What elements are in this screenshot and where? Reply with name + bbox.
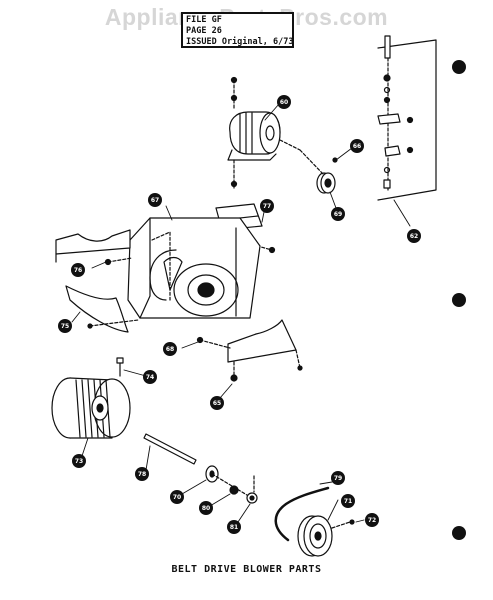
callout-60: 60 <box>277 95 291 109</box>
callout-65: 65 <box>210 396 224 410</box>
callout-67: 67 <box>148 193 162 207</box>
callout-69: 69 <box>331 207 345 221</box>
svg-text:77: 77 <box>263 203 271 210</box>
svg-text:78: 78 <box>138 471 146 478</box>
binder-hole <box>452 60 466 74</box>
svg-text:69: 69 <box>334 211 342 218</box>
collar <box>211 473 253 499</box>
svg-text:80: 80 <box>202 505 210 512</box>
svg-text:81: 81 <box>230 524 238 531</box>
v-belt <box>274 486 330 542</box>
bracket-nut <box>230 361 238 382</box>
bracket-screw <box>196 336 231 349</box>
callout-75: 75 <box>58 319 72 333</box>
svg-text:71: 71 <box>344 498 352 505</box>
housing-bracket-left <box>55 229 131 263</box>
cutoff-plate <box>65 285 139 333</box>
callout-80: 80 <box>199 501 213 515</box>
callout-78: 78 <box>135 467 149 481</box>
svg-text:68: 68 <box>166 346 174 353</box>
pulley-setscrew <box>349 519 355 525</box>
revision-block: FILE GF PAGE 26 ISSUED Original, 6/73 <box>181 12 294 48</box>
binder-hole <box>452 293 466 307</box>
leader-lines <box>71 103 411 523</box>
svg-text:62: 62 <box>410 233 418 240</box>
svg-text:65: 65 <box>213 400 221 407</box>
callout-68: 68 <box>163 342 177 356</box>
svg-text:74: 74 <box>146 374 154 381</box>
callout-76: 76 <box>71 263 85 277</box>
blower-housing <box>127 217 261 319</box>
diagram-caption: BELT DRIVE BLOWER PARTS <box>171 564 322 575</box>
issued-line: ISSUED Original, 6/73 <box>186 37 294 47</box>
page-line: PAGE 26 <box>186 26 222 36</box>
motor-mount-bolts <box>230 76 238 189</box>
callouts: 60 66 69 62 67 77 76 75 68 74 65 73 78 7… <box>58 95 421 534</box>
wheel-setscrew <box>116 357 124 377</box>
svg-text:73: 73 <box>75 458 83 465</box>
callout-66: 66 <box>350 139 364 153</box>
svg-text:70: 70 <box>173 494 181 501</box>
svg-text:76: 76 <box>74 267 82 274</box>
callout-62: 62 <box>407 229 421 243</box>
housing-bracket-right <box>227 319 303 371</box>
file-line: FILE GF <box>186 15 222 25</box>
svg-text:60: 60 <box>280 99 288 106</box>
svg-text:72: 72 <box>368 517 376 524</box>
motor <box>227 111 301 161</box>
svg-text:75: 75 <box>61 323 69 330</box>
binder-hole <box>452 526 466 540</box>
blower-wheel <box>51 377 131 439</box>
callout-81: 81 <box>227 520 241 534</box>
callout-72: 72 <box>365 513 379 527</box>
callout-70: 70 <box>170 490 184 504</box>
housing-screw <box>104 257 133 266</box>
svg-text:79: 79 <box>334 475 342 482</box>
svg-text:67: 67 <box>151 197 159 204</box>
motor-pulley <box>299 149 336 194</box>
blower-shaft <box>143 433 197 465</box>
callout-77: 77 <box>260 199 274 213</box>
blower-pulley <box>297 515 351 557</box>
setscrew <box>332 157 338 163</box>
callout-79: 79 <box>331 471 345 485</box>
bracket-assembly <box>377 35 437 201</box>
washer <box>246 475 258 504</box>
callout-73: 73 <box>72 454 86 468</box>
svg-text:66: 66 <box>353 143 361 150</box>
callout-71: 71 <box>341 494 355 508</box>
callout-74: 74 <box>143 370 157 384</box>
